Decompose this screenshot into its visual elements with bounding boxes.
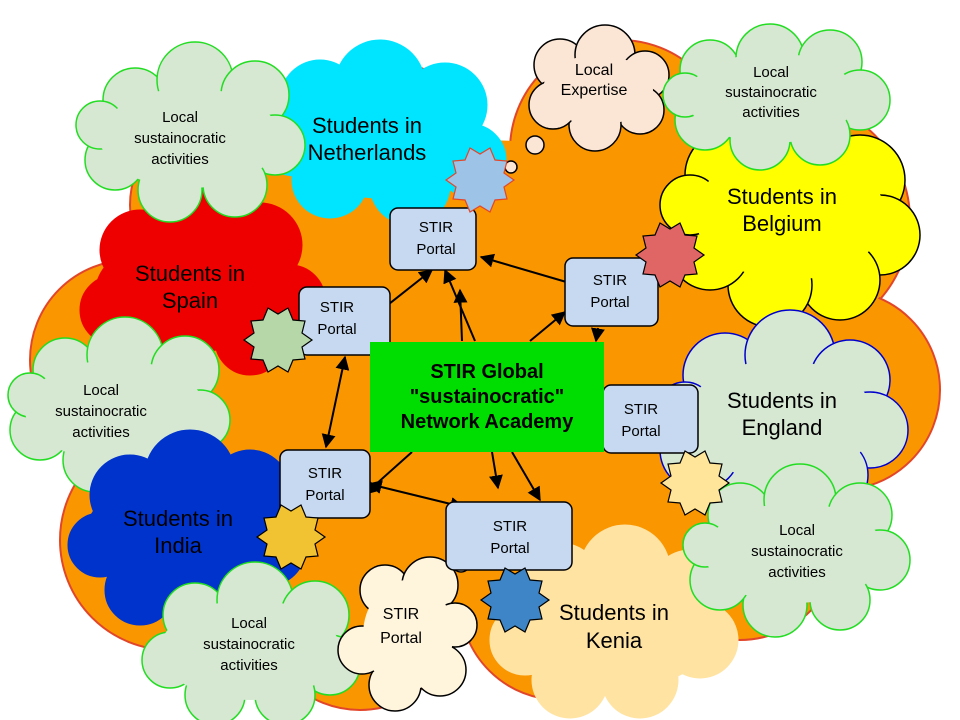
thought-dot-large (525, 135, 545, 155)
local-top-left-line1: Local (162, 109, 198, 126)
stir-portal-bubble: STIR Portal (337, 521, 496, 712)
portal-bottom-line1: STIR (493, 518, 527, 535)
students-belgium-line2: Belgium (742, 211, 821, 236)
students-kenia-line1: Students in (559, 600, 669, 625)
arrow-center-topportal (443, 268, 476, 342)
local-top-left-line3: activities (151, 151, 209, 168)
students-england-line1: Students in (727, 388, 837, 413)
portal-right-line1: STIR (593, 272, 627, 289)
portal-bottom[interactable]: STIR Portal (445, 501, 573, 571)
local-top-right-line3: activities (742, 104, 800, 121)
arrow-center-right (529, 311, 567, 342)
star-belgium (634, 222, 706, 288)
arrow-center-bottomleft (363, 451, 413, 495)
students-belgium-cloud: Students in Belgium (659, 99, 921, 328)
local-left-line3: activities (72, 424, 130, 441)
students-kenia-cloud: Students in Kenia (489, 524, 739, 719)
local-activities-bottom-cloud: Local sustainocratic activities (141, 561, 361, 720)
arrow-center-bottom (489, 451, 503, 490)
center-academy-box[interactable]: STIR Global "sustainocratic" Network Aca… (370, 342, 604, 452)
portal-england-line1: STIR (624, 401, 658, 418)
arrow-center-up (453, 288, 468, 342)
star-india (255, 504, 327, 570)
arrow-right-down (590, 327, 605, 343)
local-top-left-line2: sustainocratic (134, 130, 226, 147)
portal-england-line2: Portal (621, 423, 660, 440)
portal-top[interactable]: STIR Portal (389, 207, 477, 271)
local-expertise-line2: Expertise (561, 82, 628, 99)
local-bottom-line3: activities (220, 657, 278, 674)
portal-top-line1: STIR (419, 219, 453, 236)
students-spain-line2: Spain (162, 288, 218, 313)
arrow-center-bottomright (511, 451, 541, 502)
star-netherlands (444, 147, 516, 213)
bubble-portal-line1: STIR (383, 606, 419, 623)
students-netherlands-cloud: Students in Netherlands (258, 39, 507, 226)
students-netherlands-line2: Netherlands (308, 140, 427, 165)
local-right-line2: sustainocratic (751, 543, 843, 560)
local-bottom-line2: sustainocratic (203, 636, 295, 653)
local-left-line1: Local (83, 382, 119, 399)
arrow-bottom (367, 480, 465, 511)
students-england-line2: England (742, 415, 823, 440)
students-india-line1: Students in (123, 506, 233, 531)
local-top-right-line2: sustainocratic (725, 84, 817, 101)
local-top-right-line1: Local (753, 64, 789, 81)
portal-bottom-line2: Portal (490, 540, 529, 557)
local-expertise-bubble: Local Expertise (487, 24, 670, 191)
local-right-line1: Local (779, 522, 815, 539)
portal-left-line1: STIR (320, 299, 354, 316)
portal-right[interactable]: STIR Portal (564, 257, 659, 327)
portal-left-line2: Portal (317, 321, 356, 338)
portal-left[interactable]: STIR Portal (298, 286, 391, 356)
country-stars (242, 147, 731, 633)
students-belgium-line1: Students in (727, 184, 837, 209)
center-line1: STIR Global (430, 361, 543, 383)
students-netherlands-line1: Students in (312, 113, 422, 138)
local-bottom-line1: Local (231, 615, 267, 632)
local-activities-right-cloud: Local sustainocratic activities (682, 463, 911, 638)
local-right-line3: activities (768, 564, 826, 581)
students-kenia-line2: Kenia (586, 628, 643, 653)
portal-england[interactable]: STIR Portal (602, 384, 699, 454)
arrow-left-down (321, 355, 350, 449)
arrow-top-right (479, 253, 582, 290)
local-activities-top-right-cloud: Local sustainocratic activities (662, 23, 891, 171)
center-line2: "sustainocratic" (410, 386, 565, 408)
students-spain-line1: Students in (135, 261, 245, 286)
star-kenia (479, 567, 551, 633)
bubble-portal-line2: Portal (380, 630, 422, 647)
star-spain (242, 307, 314, 373)
star-england (659, 450, 731, 516)
portal-bottom-left-line1: STIR (308, 465, 342, 482)
local-left-line2: sustainocratic (55, 403, 147, 420)
local-expertise-line1: Local (575, 62, 613, 79)
portal-top-line2: Portal (416, 241, 455, 258)
local-activities-top-left-cloud: Local sustainocratic activities (75, 41, 306, 223)
portal-bottom-left[interactable]: STIR Portal (279, 449, 371, 519)
students-india-line2: India (154, 533, 202, 558)
portal-right-line2: Portal (590, 294, 629, 311)
center-line3: Network Academy (401, 411, 575, 433)
portal-bottom-left-line2: Portal (305, 487, 344, 504)
